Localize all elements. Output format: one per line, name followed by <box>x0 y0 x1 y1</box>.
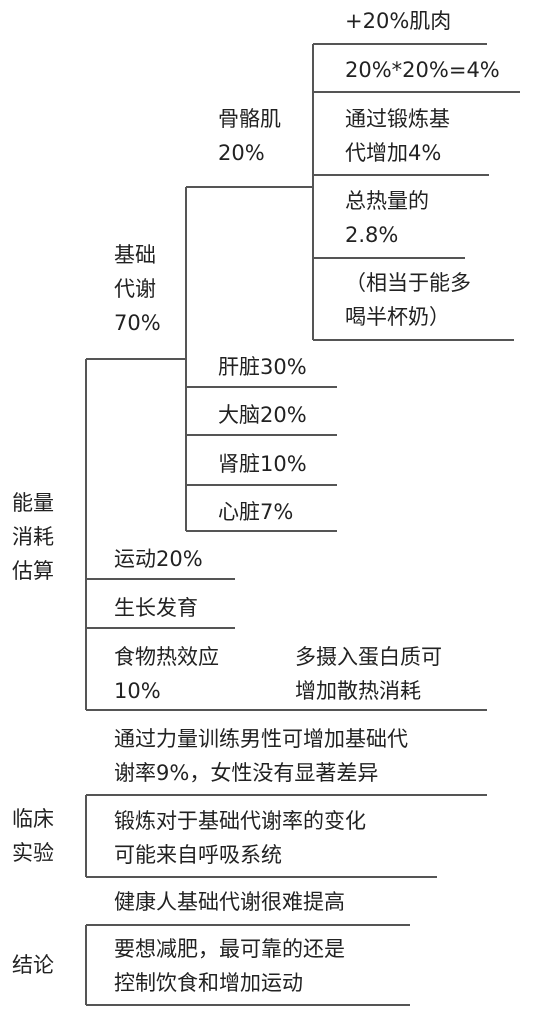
label-line: 代谢 <box>114 277 156 301</box>
muscle-detail-node: 通过锻炼基 代增加4% <box>345 102 450 170</box>
label-line: 临床 <box>12 807 54 831</box>
clinical-item: 通过力量训练男性可增加基础代 谢率9%，女性没有显著差异 <box>114 722 408 790</box>
protein-note: 多摄入蛋白质可 增加散热消耗 <box>295 640 442 708</box>
detail-line: 20%*20%=4% <box>345 58 500 82</box>
label-line: 10% <box>114 679 161 703</box>
label-line: 能量 <box>12 491 54 515</box>
organ-liver: 肝脏30% <box>218 355 307 379</box>
organ-kidney: 肾脏10% <box>218 452 307 476</box>
label-line: 估算 <box>12 559 54 583</box>
muscle-detail-node: 20%*20%=4% <box>345 53 500 87</box>
detail-line: 通过锻炼基 <box>345 107 450 131</box>
organ-brain: 大脑20% <box>218 403 307 427</box>
detail-line: 总热量的 <box>345 189 429 213</box>
muscle-detail-node: 总热量的 2.8% <box>345 184 429 252</box>
conclusion-item: 要想减肥，最可靠的还是 控制饮食和增加运动 <box>114 932 345 1000</box>
item-line: 健康人基础代谢很难提高 <box>114 890 345 914</box>
clinical-item: 锻炼对于基础代谢率的变化 可能来自呼吸系统 <box>114 804 366 872</box>
organ-heart: 心脏7% <box>218 500 294 524</box>
label-line: 食物热效应 <box>114 645 219 669</box>
label-line: 结论 <box>12 953 54 977</box>
label-line: 骨骼肌 <box>218 107 281 131</box>
detail-line: 喝半杯奶） <box>345 305 450 329</box>
label-line: 实验 <box>12 841 54 865</box>
label-line: 基础 <box>114 243 156 267</box>
item-line: 控制饮食和增加运动 <box>114 971 303 995</box>
muscle-detail-node: （相当于能多 喝半杯奶） <box>345 266 471 334</box>
label-line: 20% <box>218 141 265 165</box>
item-line: 要想减肥，最可靠的还是 <box>114 937 345 961</box>
label-line: 消耗 <box>12 525 54 549</box>
conclusion-item: 健康人基础代谢很难提高 <box>114 885 345 919</box>
muscle-detail-node: +20%肌肉 <box>345 4 451 38</box>
energy-estimate-label: 能量 消耗 估算 <box>12 486 54 588</box>
conclusion-label: 结论 <box>12 948 54 982</box>
item-line: 锻炼对于基础代谢率的变化 <box>114 809 366 833</box>
note-line: 多摄入蛋白质可 <box>295 645 442 669</box>
food-thermic-effect-node: 食物热效应 10% <box>114 640 219 708</box>
detail-line: 代增加4% <box>345 141 442 165</box>
detail-line: （相当于能多 <box>345 271 471 295</box>
note-line: 增加散热消耗 <box>295 679 421 703</box>
clinical-trial-label: 临床 实验 <box>12 802 54 870</box>
detail-line: 2.8% <box>345 223 399 247</box>
detail-line: +20%肌肉 <box>345 9 452 33</box>
growth-node: 生长发育 <box>114 596 198 620</box>
basal-metabolism-label: 基础 代谢 70% <box>114 238 161 340</box>
item-line: 谢率9%，女性没有显著差异 <box>114 761 379 785</box>
label-line: 70% <box>114 311 161 335</box>
item-line: 通过力量训练男性可增加基础代 <box>114 727 408 751</box>
skeletal-muscle-label: 骨骼肌 20% <box>218 102 281 170</box>
item-line: 可能来自呼吸系统 <box>114 843 282 867</box>
exercise-node: 运动20% <box>114 547 203 571</box>
